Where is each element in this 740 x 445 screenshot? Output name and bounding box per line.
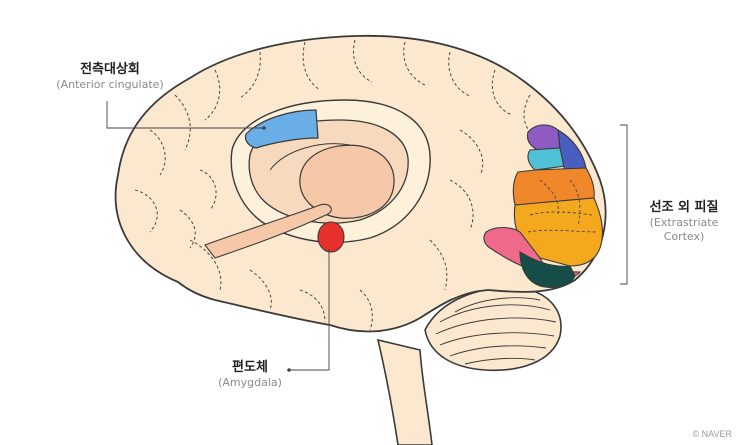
anterior-cingulate-leader-dot	[262, 126, 266, 130]
naver-credit: © NAVER	[692, 429, 732, 439]
leader-lines	[106, 101, 628, 371]
extrastriate-cyan	[527, 147, 566, 171]
amygdala-label-en: (Amygdala)	[218, 376, 282, 390]
gyri-folds	[134, 39, 541, 331]
fornix	[204, 203, 332, 259]
anterior-cingulate-region	[244, 109, 319, 149]
extrastriate-label: 선조 외 피질 (Extrastriate Cortex)	[628, 200, 740, 244]
amygdala-region	[317, 221, 345, 253]
cerebellum-folia	[435, 297, 557, 365]
amygdala-leader-dot	[287, 368, 291, 372]
anterior-cingulate-leader	[106, 101, 264, 129]
amygdala-label: 편도체 (Amygdala)	[210, 360, 290, 390]
amygdala-leader	[289, 249, 330, 371]
anterior-cingulate-label-ko: 전측대상회	[80, 62, 140, 77]
anterior-cingulate-label: 전측대상회 (Anterior cingulate)	[50, 62, 170, 92]
anterior-cingulate-label-en: (Anterior cingulate)	[56, 78, 164, 92]
extrastriate-teal	[519, 251, 576, 289]
brain-stem	[376, 338, 433, 445]
amygdala-label-ko: 편도체	[232, 360, 268, 375]
extrastriate-region	[483, 124, 603, 289]
extrastriate-purple	[526, 124, 561, 151]
extrastriate-folds	[527, 179, 599, 233]
inner-fold	[269, 143, 351, 171]
extrastriate-bracket	[620, 124, 628, 285]
extrastriate-label-en: (Extrastriate Cortex)	[649, 216, 719, 243]
extrastriate-label-ko: 선조 외 피질	[649, 200, 719, 215]
